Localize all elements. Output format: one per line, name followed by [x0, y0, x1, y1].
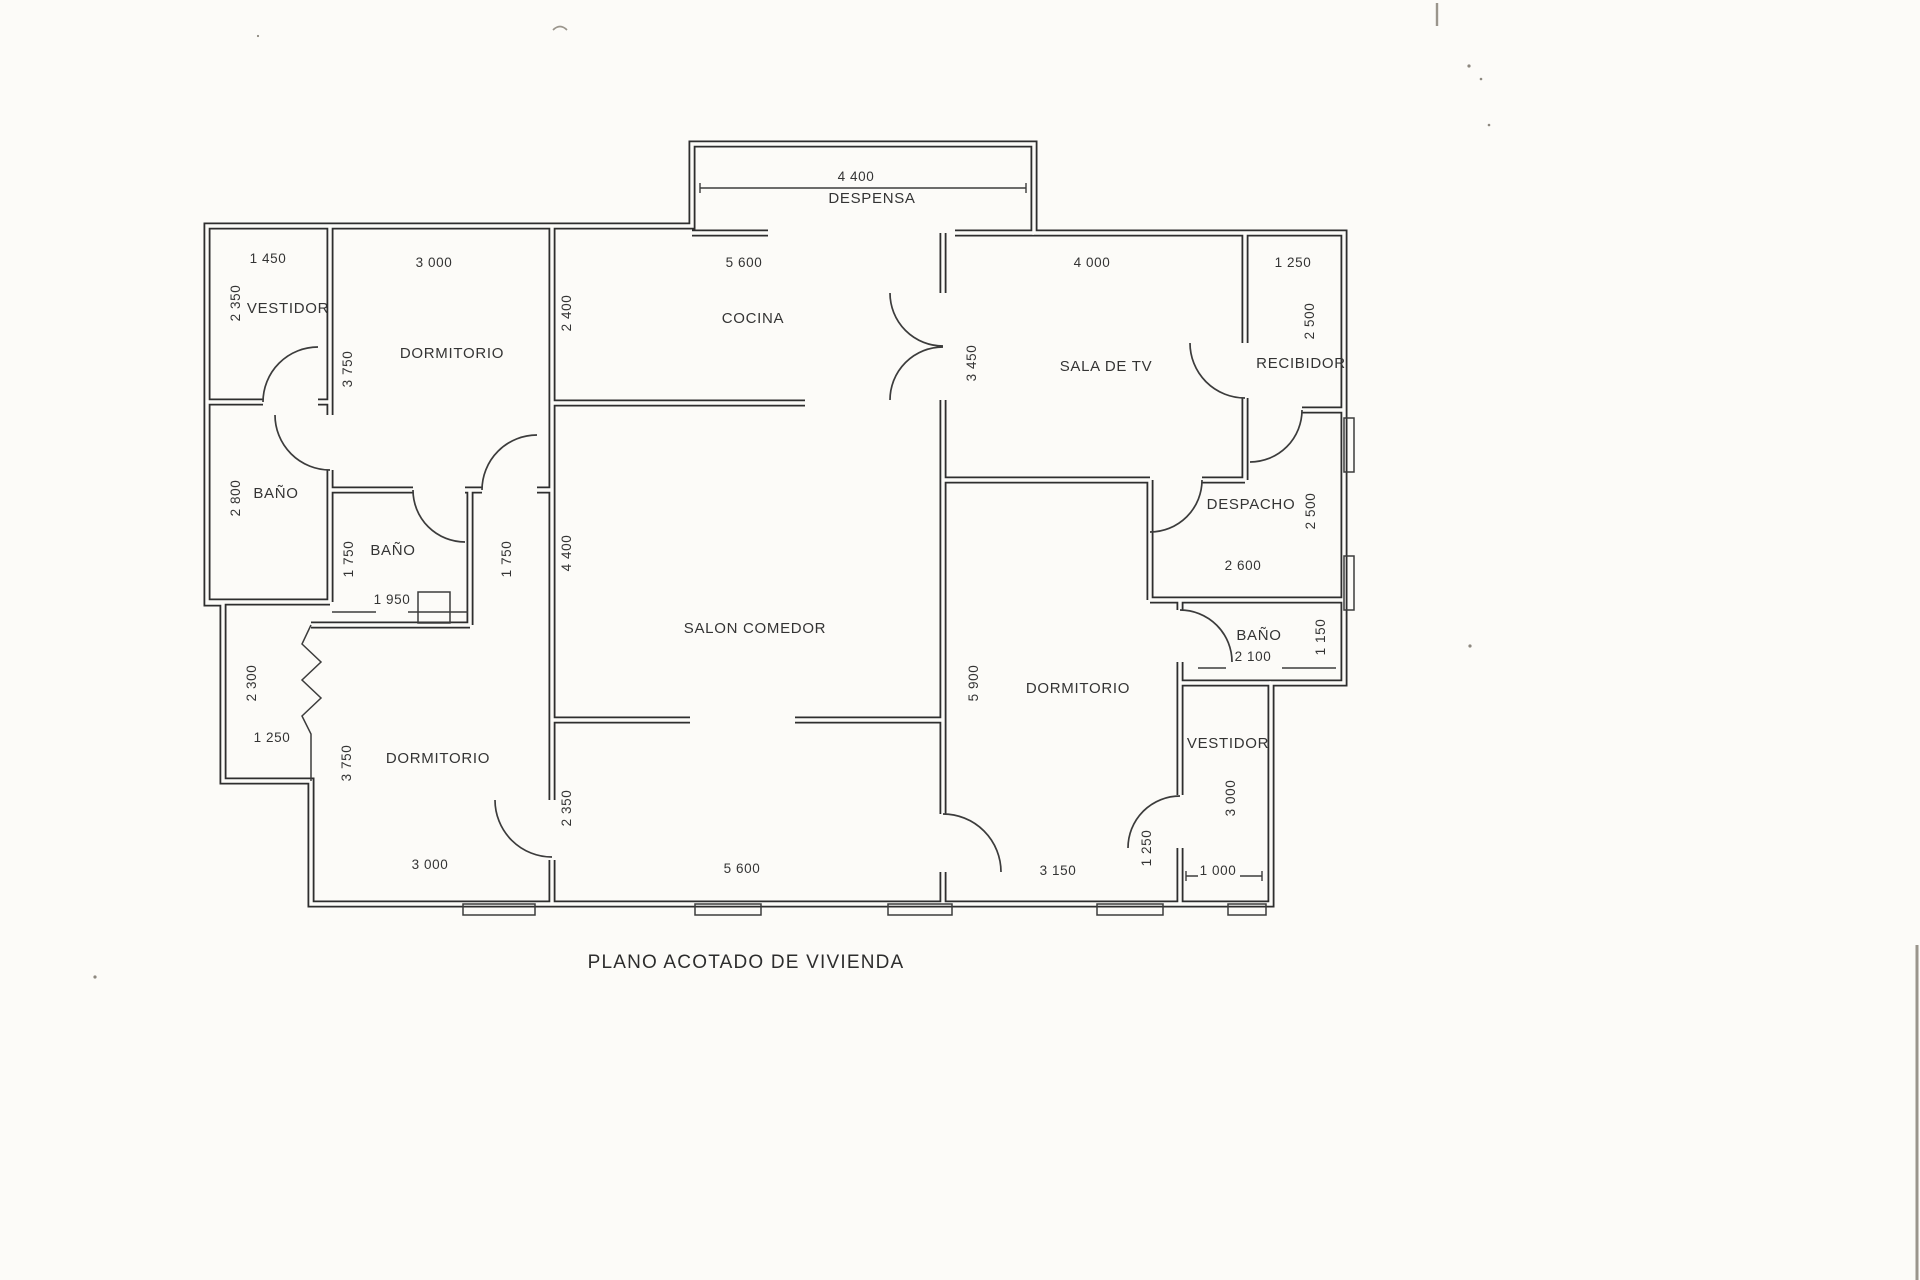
interior-walls: [207, 226, 1344, 904]
window-sill: [1343, 555, 1355, 611]
room-label-vestidor-bottom-right: VESTIDOR: [1187, 735, 1269, 752]
room-label-bano-left: BAÑO: [253, 485, 298, 502]
room-labels-layer: VESTIDOR DORMITORIO COCINA DESPENSA SALA…: [247, 190, 1346, 767]
dim-bano-right-height: 1 150: [1313, 619, 1328, 656]
dim-bano-right-width: 2 100: [1235, 649, 1272, 664]
door-arc-dormitorio-tl: [481, 434, 538, 491]
exterior-wall: [205, 142, 1346, 906]
dim-cocina-height: 2 400: [559, 295, 574, 332]
dim-vestidor-tl-height: 2 350: [228, 285, 243, 322]
room-label-recibidor: RECIBIDOR: [1256, 355, 1346, 372]
dimension-labels-vertical: 2 350 3 750 2 400 3 450 2 500 2 800 1 75…: [228, 285, 1328, 867]
window-sill: [694, 903, 762, 916]
dim-vestidor-br-height: 3 000: [1223, 780, 1238, 817]
dim-dormitorio-right-width: 3 150: [1040, 863, 1077, 878]
plan-title: PLANO ACOTADO DE VIVIENDA: [588, 952, 905, 973]
room-label-bano-interior: BAÑO: [370, 542, 415, 559]
dim-dormitorio-tl-width: 3 000: [416, 255, 453, 270]
room-label-dormitorio-right: DORMITORIO: [1026, 680, 1130, 697]
dim-salon-lower-height: 2 350: [559, 790, 574, 827]
room-label-bano-right: BAÑO: [1236, 627, 1281, 644]
dim-pasillo-height: 1 750: [499, 541, 514, 578]
door-arc-dormitorio-right: [942, 813, 1002, 873]
room-label-cocina: COCINA: [722, 310, 785, 327]
fixtures-layer: [300, 417, 1355, 916]
interior-walls: [207, 226, 1344, 904]
room-label-salon-comedor: SALON COMEDOR: [684, 620, 826, 637]
dim-dormitorio-tl-height: 3 750: [340, 351, 355, 388]
scan-mark: [552, 25, 568, 31]
scan-speck: [1487, 123, 1491, 127]
dim-dormitorio-right-height: 5 900: [966, 665, 981, 702]
window-sill: [462, 903, 536, 916]
dim-bano-interior-width: 1 950: [374, 592, 411, 607]
scan-speck: [256, 34, 260, 38]
dim-bano-interior-height: 1 750: [341, 541, 356, 578]
dim-door-offset: 1 250: [1139, 830, 1154, 867]
room-label-dormitorio-top-left: DORMITORIO: [400, 345, 504, 362]
door-arc-despacho: [1149, 479, 1203, 533]
door-arc-bano-right: [1179, 609, 1233, 663]
dim-sala-tv-height: 3 450: [964, 345, 979, 382]
dim-despacho-width: 2 600: [1225, 558, 1262, 573]
door-arc-recibidor-despacho: [1249, 409, 1303, 463]
scan-speck: [1468, 644, 1472, 648]
dim-recibidor-height: 2 500: [1302, 303, 1317, 340]
door-arc-bano-left: [274, 414, 331, 471]
dimension-labels-horizontal: 1 450 3 000 5 600 4 400 4 000 1 250 1 95…: [250, 169, 1312, 878]
door-arc-vestidor-br: [1127, 795, 1181, 849]
dim-vestidor-br-width: 1 000: [1200, 863, 1237, 878]
dim-dormitorio-bl-width: 3 000: [412, 857, 449, 872]
dim-vestidor-tl-width: 1 450: [250, 251, 287, 266]
walls-inner-layer: [205, 142, 1346, 906]
room-label-despacho: DESPACHO: [1207, 496, 1296, 513]
dim-alcove-height: 2 300: [244, 665, 259, 702]
room-label-dormitorio-bottom-left: DORMITORIO: [386, 750, 490, 767]
door-arc-dormitorio-bl: [494, 799, 553, 858]
dim-alcove-width: 1 250: [254, 730, 291, 745]
door-arc-cocina-lower: [889, 346, 944, 401]
window-sill: [1227, 903, 1267, 916]
walls-layer: [203, 140, 1348, 908]
door-arc-cocina-upper: [889, 292, 944, 347]
dim-recibidor-width: 1 250: [1275, 255, 1312, 270]
shower-tray: [417, 591, 451, 624]
dim-despacho-height: 2 500: [1303, 493, 1318, 530]
dimension-marks-layer: [332, 183, 1336, 881]
dim-line-vestidor-br: [1185, 871, 1263, 881]
dim-bano-left-height: 2 800: [228, 480, 243, 517]
dim-cocina-width: 5 600: [726, 255, 763, 270]
window-sill: [1343, 417, 1355, 473]
door-arc-vestidor-tl: [262, 346, 319, 403]
scan-artifacts-layer: [93, 3, 1919, 1280]
dim-salon-width: 5 600: [724, 861, 761, 876]
scan-speck: [1467, 64, 1471, 68]
dim-salon-upper-height: 4 400: [559, 535, 574, 572]
dim-despensa-width: 4 400: [838, 169, 875, 184]
door-swings-layer: [262, 292, 1303, 873]
window-sill: [1096, 903, 1164, 916]
dim-line-despensa: [699, 183, 1027, 193]
exterior-wall: [203, 140, 1348, 908]
door-arc-bano-interior: [412, 489, 466, 543]
dim-dormitorio-bl-height: 3 750: [339, 745, 354, 782]
room-label-sala-de-tv: SALA DE TV: [1060, 358, 1153, 375]
window-sill: [887, 903, 953, 916]
scan-speck: [1479, 77, 1483, 81]
scan-speck: [93, 975, 97, 979]
room-label-vestidor-top-left: VESTIDOR: [247, 300, 329, 317]
dim-sala-tv-width: 4 000: [1074, 255, 1111, 270]
door-arc-recibidor: [1189, 342, 1246, 399]
room-label-despensa: DESPENSA: [828, 190, 915, 207]
wall-break-line: [300, 624, 323, 781]
